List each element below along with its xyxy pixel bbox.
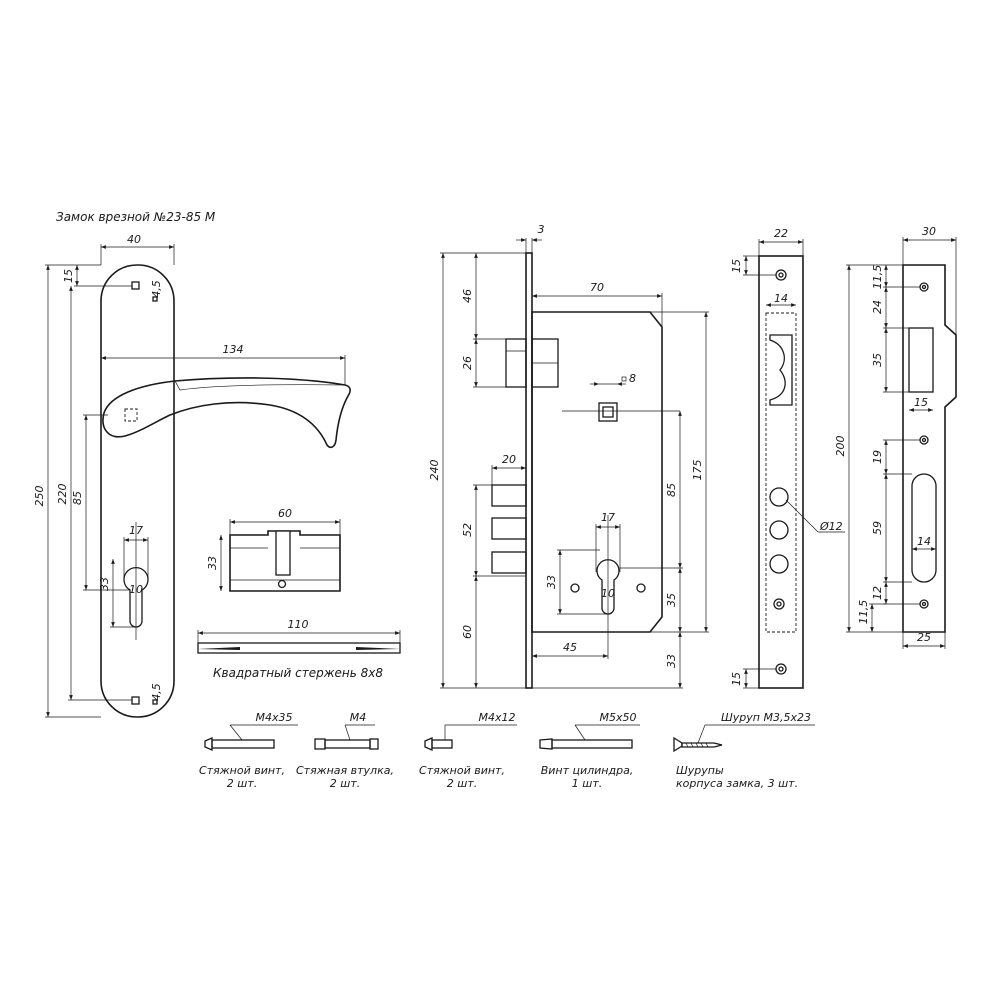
handle-top-offset-label: 15 <box>62 269 75 283</box>
strike-d5-label: 19 <box>871 450 884 464</box>
fastener-3-caption-2: 2 шт. <box>447 777 477 790</box>
lock-faceplate-strip <box>525 252 533 689</box>
fastener-3-size: М4х12 <box>479 711 516 724</box>
lock-latch <box>505 338 527 388</box>
strike-d8-label: 11,5 <box>857 600 870 625</box>
handle-bottom-hole-size-label: 4,5 <box>150 683 163 701</box>
lock-spindle-hole <box>598 402 618 422</box>
lock-latch-height-label: 26 <box>461 356 474 370</box>
handle-span-85-label: 85 <box>71 491 84 505</box>
fastener-5-size: Шуруп М3,5х23 <box>721 711 811 724</box>
faceplate-view: 22 14 15 15 Ø12 <box>730 227 845 689</box>
strike-d9-label: 12 <box>871 586 884 600</box>
door-handle-view: 40 250 15 4,5 220 85 134 17 10 33 <box>33 233 351 718</box>
faceplate-hole-diameter-label: Ø12 <box>819 520 843 533</box>
lock-bottom-33-label: 33 <box>665 654 678 668</box>
drawing-title: Замок врезной №23-85 М <box>56 210 216 224</box>
fastener-5-caption-1: Шурупы <box>676 764 724 777</box>
lock-bottom-offset-label: 60 <box>461 625 474 639</box>
lock-backset-label: 45 <box>563 641 577 654</box>
lock-key-offset-label: 35 <box>665 593 678 607</box>
handle-width-label: 40 <box>127 233 141 246</box>
handle-span-220-label: 220 <box>56 484 69 505</box>
handle-plate <box>100 264 175 718</box>
fastener-1-caption-1: Стяжной винт, <box>199 764 285 777</box>
fastener-4-caption-1: Винт цилиндра, <box>541 764 634 777</box>
cylinder-view: 60 33 <box>206 507 341 592</box>
faceplate-bolt-hole-1 <box>769 487 789 507</box>
lock-span-175-label: 175 <box>691 460 704 481</box>
handle-lever <box>102 377 351 449</box>
fastener-m4-sleeve: М4 Стяжная втулка, 2 шт. <box>296 711 394 790</box>
fasteners-row: М4х35 Стяжной винт, 2 шт. М4 Стяжная вту… <box>199 711 815 790</box>
lock-key-height-label: 33 <box>545 575 558 589</box>
lock-bolt-2 <box>491 517 527 540</box>
faceplate-outline <box>758 255 804 689</box>
lock-bolt-span-label: 52 <box>461 523 474 537</box>
cylinder-length-label: 60 <box>278 507 292 520</box>
strike-width-label: 30 <box>922 225 936 238</box>
fastener-m5x50: М5х50 Винт цилиндра, 1 шт. <box>539 711 640 790</box>
fastener-2-caption-2: 2 шт. <box>330 777 360 790</box>
fastener-2-size: М4 <box>350 711 367 724</box>
fastener-4-caption-2: 1 шт. <box>572 777 602 790</box>
fastener-wood-screw: Шуруп М3,5х23 Шурупы корпуса замка, 3 шт… <box>673 711 815 790</box>
fastener-3-caption-1: Стяжной винт, <box>419 764 505 777</box>
strike-d1-label: 11,5 <box>871 265 884 290</box>
spindle-view: 110 Квадратный стержень 8х8 <box>197 618 401 680</box>
lock-bolt-3 <box>491 551 527 574</box>
handle-top-hole <box>131 281 140 290</box>
handle-bottom-hole <box>131 696 140 705</box>
strike-height-label: 200 <box>834 436 847 457</box>
lock-span-85-label: 85 <box>665 483 678 497</box>
spindle-bar <box>197 642 401 654</box>
cylinder-height-label: 33 <box>206 556 219 570</box>
strike-plate-view: 30 200 11,5 24 35 15 19 59 14 <box>834 225 957 649</box>
cylinder-outline <box>229 530 341 592</box>
fastener-5-caption-2: корпуса замка, 3 шт. <box>676 777 798 790</box>
faceplate-top-hole-label: 15 <box>730 259 743 273</box>
spindle-caption: Квадратный стержень 8х8 <box>213 666 383 680</box>
fastener-1-caption-2: 2 шт. <box>227 777 257 790</box>
lock-key-hole-label: 10 <box>601 587 615 600</box>
strike-d7-label: 14 <box>917 535 931 548</box>
handle-top-hole-size-label: 4,5 <box>150 280 163 298</box>
strike-d4-label: 15 <box>914 396 928 409</box>
lock-square-label: 8 <box>629 372 636 385</box>
strike-latch-opening <box>908 327 934 393</box>
strike-bottom-width-label: 25 <box>917 631 931 644</box>
fastener-1-size: М4х35 <box>256 711 293 724</box>
faceplate-inner-width-label: 14 <box>774 292 788 305</box>
fastener-2-caption-1: Стяжная втулка, <box>296 764 394 777</box>
lock-top-offset-label: 46 <box>461 289 474 303</box>
faceplate-bottom-hole-label: 15 <box>730 672 743 686</box>
lock-plate-thickness-label: 3 <box>538 223 545 236</box>
handle-key-width-label: 17 <box>129 524 143 537</box>
lock-bolt-length-label: 20 <box>502 453 516 466</box>
strike-plate-outline <box>902 264 957 633</box>
handle-key-hole-label: 10 <box>129 583 143 596</box>
lock-body-depth-label: 70 <box>590 281 604 294</box>
strike-bolt-slot <box>911 473 937 583</box>
handle-height-label: 250 <box>33 486 46 507</box>
handle-key-height-label: 33 <box>98 577 111 591</box>
faceplate-bolt-hole-2 <box>769 520 789 540</box>
lock-body-view: 3 70 240 46 26 8 20 52 60 <box>428 223 709 689</box>
fastener-m4x35: М4х35 Стяжной винт, 2 шт. <box>199 711 298 790</box>
spindle-length-label: 110 <box>288 618 309 631</box>
fastener-m4x12: М4х12 Стяжной винт, 2 шт. <box>419 711 517 790</box>
faceplate-bolt-hole-3 <box>769 554 789 574</box>
lock-key-width-label: 17 <box>601 511 615 524</box>
strike-d2-label: 24 <box>871 300 884 314</box>
lock-total-height-label: 240 <box>428 460 441 481</box>
faceplate-inner-slot <box>765 312 797 633</box>
faceplate-width-label: 22 <box>774 227 788 240</box>
strike-d6-label: 59 <box>871 521 884 535</box>
handle-lever-length-label: 134 <box>223 343 244 356</box>
strike-d3-label: 35 <box>871 353 884 367</box>
fastener-4-size: М5х50 <box>600 711 637 724</box>
lock-bolt-1 <box>491 484 527 507</box>
